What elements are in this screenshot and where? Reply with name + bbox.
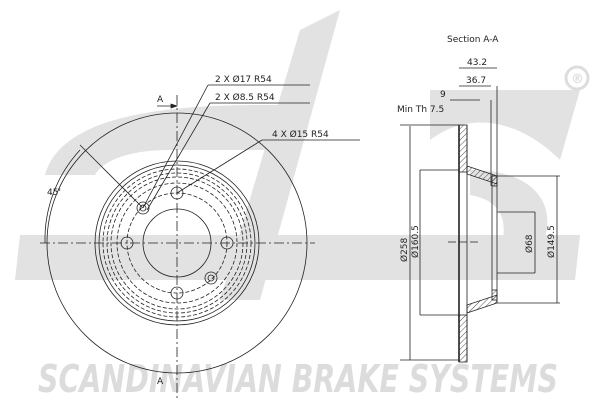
callout-holes-15: 4 X Ø15 R54 xyxy=(272,129,329,140)
dim-center-bore: Ø68 xyxy=(524,234,535,253)
section-marker-top: A xyxy=(157,95,164,105)
section-view xyxy=(400,67,560,363)
angle-label: 45' xyxy=(47,188,61,198)
registered-mark: ® xyxy=(564,65,590,91)
sbs-logo-watermark xyxy=(15,10,580,300)
brand-watermark-text: SCANDINAVIAN BRAKE SYSTEMS xyxy=(38,357,558,400)
dim-outer-diameter: Ø258 xyxy=(399,237,410,262)
dim-hat-width: 36.7 xyxy=(466,76,486,86)
section-marker-bottom: A xyxy=(157,377,164,387)
svg-text:®: ® xyxy=(571,72,584,87)
section-title: Section A-A xyxy=(447,35,499,45)
dim-hat-inner-diameter: Ø149.5 xyxy=(546,225,557,258)
callout-holes-8-5: 2 X Ø8.5 R54 xyxy=(215,92,275,103)
callout-holes-17: 2 X Ø17 R54 xyxy=(215,74,272,85)
front-view xyxy=(40,84,360,400)
dim-overall-width: 43.2 xyxy=(467,58,487,68)
dim-min-thickness: Min Th 7.5 xyxy=(397,105,444,115)
dim-hat-outer-diameter: Ø160.5 xyxy=(410,225,421,258)
dim-disc-thickness: 9 xyxy=(440,90,446,100)
